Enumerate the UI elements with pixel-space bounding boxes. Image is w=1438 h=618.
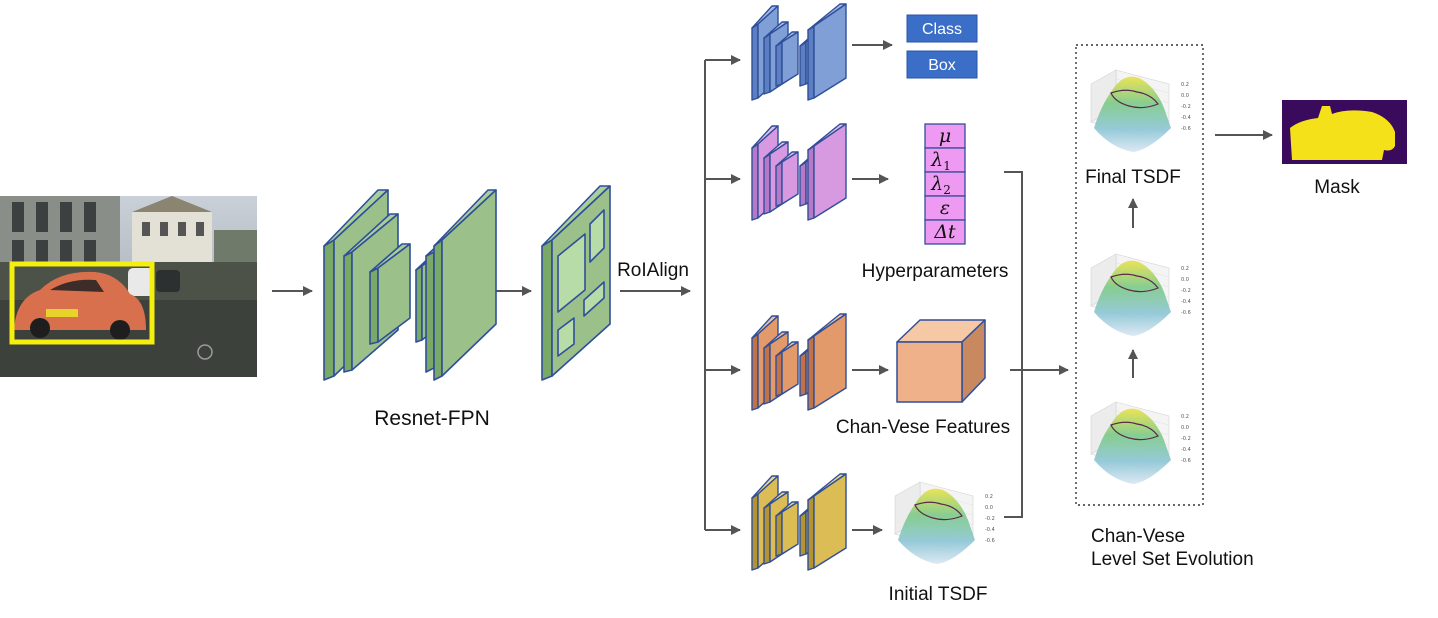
feature-branch-layers xyxy=(751,313,847,411)
hyperparameter-symbol: μ xyxy=(939,125,951,147)
input-street-photo xyxy=(0,196,257,377)
final-tsdf-label: Final TSDF xyxy=(1085,167,1181,188)
resnet-fpn-label: Resnet-FPN xyxy=(374,407,490,430)
hyperparameters-label: Hyperparameters xyxy=(862,261,1009,282)
mask-label: Mask xyxy=(1314,177,1360,198)
hyperparameter-cell xyxy=(924,195,966,221)
evolution-tsdf-step-1 xyxy=(1090,401,1192,485)
box-label: Box xyxy=(928,57,956,74)
detection-bounding-box xyxy=(9,261,155,345)
hyperparameter-cell xyxy=(924,219,966,245)
hyperparameter-branch-layers xyxy=(751,123,847,221)
output-mask xyxy=(1282,100,1407,164)
merge-connector xyxy=(1004,171,1069,518)
chan-vese-feature-cube xyxy=(896,319,986,403)
final-tsdf-plot xyxy=(1090,69,1192,153)
hyperparameter-symbol: Δt xyxy=(933,221,956,243)
initial-tsdf-label: Initial TSDF xyxy=(889,584,988,605)
evolution-label-line2: Level Set Evolution xyxy=(1091,549,1254,570)
hyperparameter-cell xyxy=(924,171,966,197)
chan-vese-features-label: Chan-Vese Features xyxy=(836,417,1010,438)
tsdf-branch-layers xyxy=(751,473,847,571)
resnet-fpn-backbone xyxy=(323,189,497,381)
class-box-branch-layers xyxy=(751,3,847,101)
roialign-label: RoIAlign xyxy=(617,260,689,281)
evolution-label-line1: Chan-Vese xyxy=(1091,526,1185,547)
hyperparameter-cell xyxy=(924,147,966,173)
evolution-tsdf-step-2 xyxy=(1090,253,1192,337)
level-set-evolution-box xyxy=(1075,44,1204,506)
class-label: Class xyxy=(922,21,962,38)
roi-feature-map xyxy=(541,185,611,381)
class-output: Class xyxy=(906,14,978,43)
box-output: Box xyxy=(906,50,978,79)
branch-connector xyxy=(704,55,741,535)
hyperparameter-symbol: ε xyxy=(940,197,950,219)
initial-tsdf-plot xyxy=(894,481,996,565)
